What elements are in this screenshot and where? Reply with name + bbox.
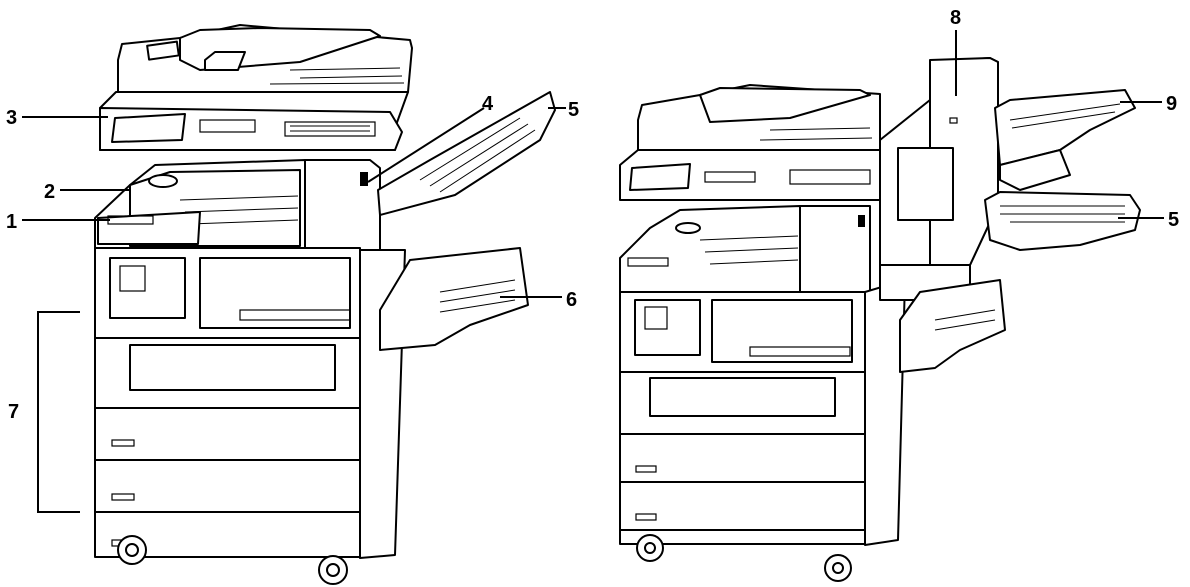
casters-right: [636, 534, 852, 582]
callout-2: 2: [44, 181, 55, 203]
finisher-tray-lower-left: [379, 247, 529, 351]
callout-8: 8: [950, 7, 961, 29]
finisher-tray-upper-right: [994, 89, 1136, 191]
side-tray-right: [899, 279, 1006, 373]
document-feeder-left: [117, 24, 413, 93]
casters-left: [117, 535, 348, 585]
control-panel-left: [99, 91, 409, 151]
callout-3: 3: [6, 107, 17, 129]
callout-6: 6: [566, 289, 577, 311]
control-panel-right: [619, 149, 881, 201]
callout-5b: 5: [1168, 209, 1179, 231]
body-top-right: [619, 205, 871, 293]
copier-right-illustration: [619, 57, 1141, 582]
callout-5: 5: [568, 99, 579, 121]
callout-4: 4: [482, 93, 494, 115]
callouts-right: 8 9 5: [950, 7, 1179, 231]
main-body-right: [619, 279, 906, 546]
finisher-tray-upper-left: [377, 91, 556, 216]
callout-1: 1: [6, 211, 17, 233]
body-top-left: [94, 159, 381, 251]
finisher-tray-lower-right: [984, 191, 1141, 251]
finisher-column-right: [879, 57, 999, 301]
copier-left-illustration: [94, 24, 556, 585]
callouts-left: 1 2 3 4 5 6 7: [6, 93, 579, 513]
main-body-left: [94, 247, 406, 559]
document-feeder-right: [637, 84, 881, 151]
callout-9: 9: [1166, 93, 1177, 115]
callout-7: 7: [8, 401, 19, 423]
